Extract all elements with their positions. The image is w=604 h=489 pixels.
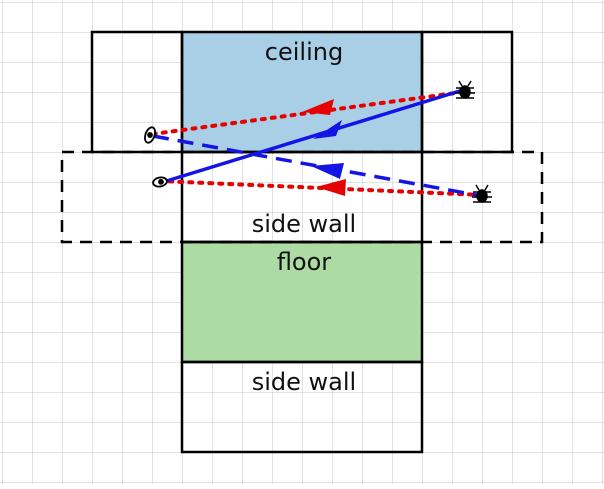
bug-icon <box>472 184 492 203</box>
direct-path-dashed <box>152 134 483 198</box>
bug-icon <box>455 80 475 99</box>
unfolded-wall-dashed <box>60 150 544 244</box>
eye-icon <box>152 176 168 188</box>
dashed-arrowhead <box>311 163 344 179</box>
ceiling-label: ceiling <box>265 38 343 66</box>
reflected-path-upper <box>151 90 465 136</box>
side-wall-bottom-panel <box>180 360 424 454</box>
side-wall-top-label: side wall <box>252 210 356 238</box>
ceiling-panel <box>182 32 422 152</box>
direct-arrowhead <box>313 120 342 139</box>
floor-panel <box>182 242 422 362</box>
reflected-arrowhead-lower <box>316 179 346 196</box>
side-wall-bottom-label: side wall <box>252 368 356 396</box>
floor-label: floor <box>277 248 331 276</box>
reflected-arrowhead-upper <box>302 99 334 115</box>
eye-icon <box>144 126 156 144</box>
direct-path-solid <box>159 88 464 185</box>
